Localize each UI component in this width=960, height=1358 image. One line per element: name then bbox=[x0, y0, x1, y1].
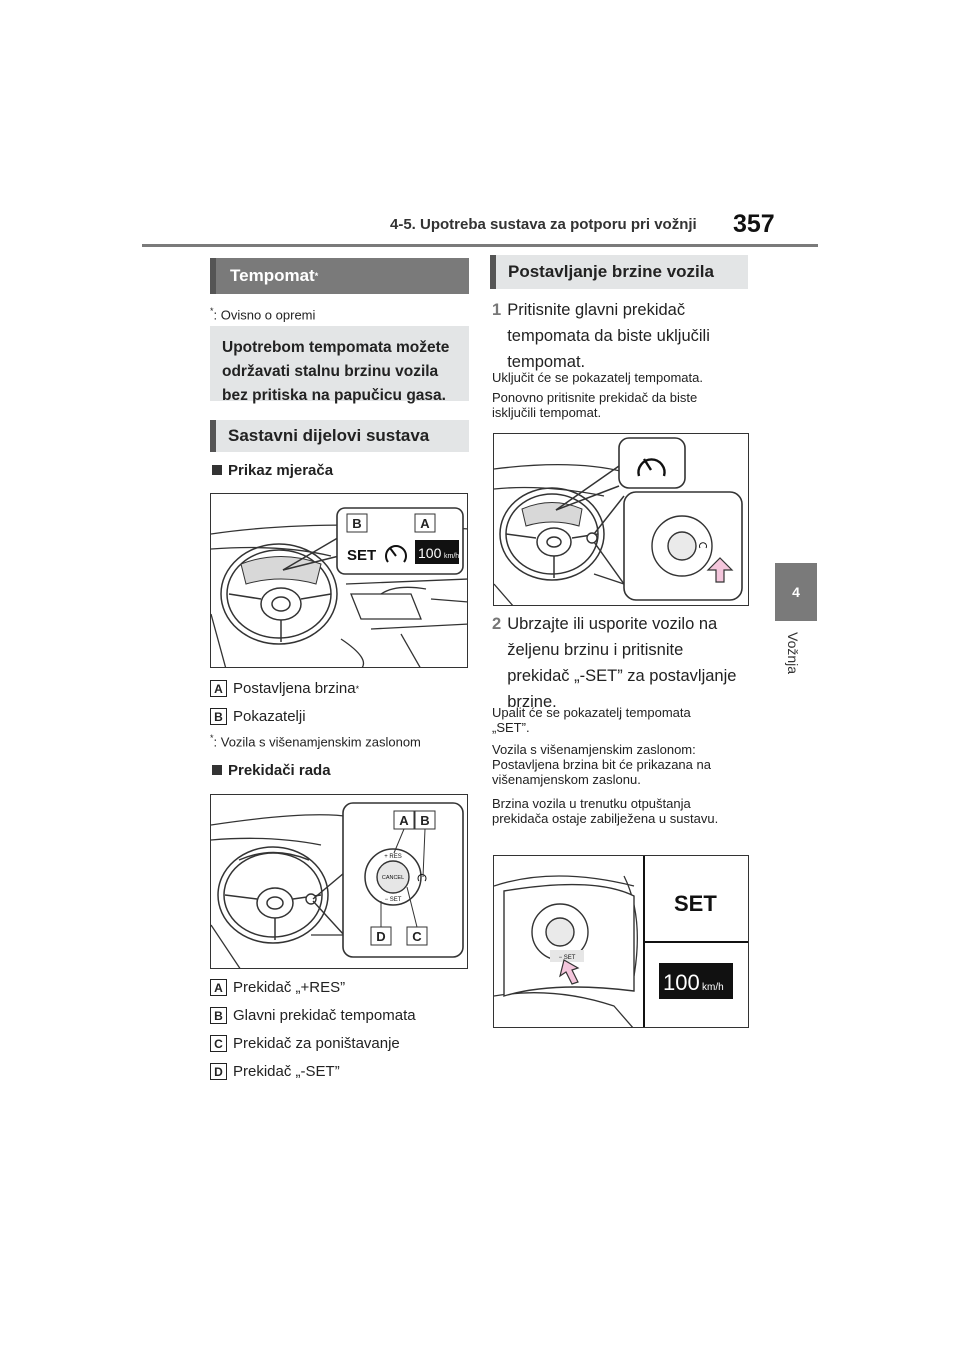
switch-label-d-text: Prekidač „-SET” bbox=[233, 1063, 340, 1080]
step-1-note-on: Uključit će se pokazatelj tempomata. bbox=[492, 370, 703, 385]
gauge-label-a-mark: * bbox=[355, 683, 360, 694]
cruise-indicator-icon bbox=[637, 458, 666, 477]
switch-label-b: B Glavni prekidač tempomata bbox=[210, 1007, 416, 1024]
gauge-label-b-text: Pokazatelji bbox=[233, 708, 306, 725]
dashboard-illustration: B A SET 100 km/h bbox=[211, 507, 467, 667]
switch-set-label: − SET bbox=[385, 897, 402, 903]
footnote-option: *: Ovisno o opremi bbox=[210, 306, 315, 322]
fig4-speed-unit: km/h bbox=[702, 982, 724, 993]
bullet-square-icon bbox=[212, 465, 222, 475]
footnote-mark: * bbox=[210, 306, 214, 316]
gauge-label-b-key: B bbox=[210, 708, 227, 725]
set-speed-heading: Postavljanje brzine vozila bbox=[490, 255, 748, 289]
switch-label-a: A Prekidač „+RES” bbox=[210, 979, 345, 996]
cruise-main-icon bbox=[417, 873, 427, 882]
steering-wheel bbox=[217, 846, 329, 944]
tempomat-title: Tempomat bbox=[230, 266, 315, 285]
switch-label-a-key: A bbox=[210, 979, 227, 996]
switch-label-b-key: B bbox=[210, 1007, 227, 1024]
fig4-speed: 100 bbox=[663, 970, 700, 995]
switch-cancel-label: CANCEL bbox=[382, 875, 404, 881]
gauge-subheading: Prikaz mjerača bbox=[212, 462, 333, 479]
step-2-note-set: Upalit će se pokazatelj tempomata „SET”. bbox=[492, 705, 691, 735]
switch-label-c-text: Prekidač za poništavanje bbox=[233, 1035, 400, 1052]
gauge-label-a-key: A bbox=[210, 680, 227, 697]
section-title: 4-5. Upotreba sustava za potporu pri vož… bbox=[390, 216, 697, 233]
step-1-note-off: Ponovno pritisnite prekidač da biste isk… bbox=[492, 390, 698, 420]
chapter-label: Vožnja bbox=[785, 632, 801, 675]
fig4-set-indicator: SET bbox=[674, 891, 717, 916]
gauge-key-b: B bbox=[352, 516, 361, 531]
switch-label-c: C Prekidač za poništavanje bbox=[210, 1035, 400, 1052]
tempomat-title-mark: * bbox=[314, 271, 319, 281]
gauge-subheading-text: Prikaz mjerača bbox=[228, 462, 334, 479]
fig4-switch-set-label: − SET bbox=[559, 955, 576, 961]
switch-label-b-text: Glavni prekidač tempomata bbox=[233, 1007, 416, 1024]
gauge-set-indicator: SET bbox=[347, 547, 376, 564]
switch-illustration: CANCEL + RES − SET A B D C bbox=[211, 802, 464, 968]
intro-text: Upotrebom tempomata možete održavati sta… bbox=[222, 339, 450, 404]
gauge-key-a: A bbox=[420, 516, 430, 531]
gauge-footnote: *: Vozila s višenamjenskim zaslonom bbox=[210, 733, 421, 749]
gauge-label-a-text: Postavljena brzina bbox=[233, 680, 356, 697]
gauge-footnote-text: : Vozila s višenamjenskim zaslonom bbox=[213, 734, 421, 750]
step-1-number: 1 bbox=[492, 301, 502, 319]
main-switch-figure bbox=[493, 433, 749, 606]
chapter-tab: 4 bbox=[775, 563, 817, 621]
header-rule bbox=[142, 244, 818, 247]
switch-label-a-text: Prekidač „+RES” bbox=[233, 979, 346, 996]
press-arrow bbox=[706, 557, 734, 583]
step-2-note-memory: Brzina vozila u trenutku otpuštanja prek… bbox=[492, 796, 719, 826]
gauge-figure: B A SET 100 km/h bbox=[210, 493, 468, 668]
switch-key-d: D bbox=[376, 929, 385, 944]
chapter-number: 4 bbox=[792, 584, 800, 600]
switch-figure: CANCEL + RES − SET A B D C bbox=[210, 794, 468, 969]
switch-label-c-key: C bbox=[210, 1035, 227, 1052]
components-heading: Sastavni dijelovi sustava bbox=[210, 420, 469, 452]
gauge-speed: 100 bbox=[418, 545, 442, 561]
step-2-text: Ubrzajte ili usporite vozilo na željenu … bbox=[507, 615, 737, 711]
step-2-number: 2 bbox=[492, 615, 502, 633]
page-number: 357 bbox=[733, 210, 775, 238]
tempomat-heading: Tempomat* bbox=[210, 258, 469, 294]
switch-key-a: A bbox=[399, 813, 409, 828]
step-1-text: Pritisnite glavni prekidač tempomata da … bbox=[507, 301, 710, 371]
switch-label-d-key: D bbox=[210, 1063, 227, 1080]
gauge-label-b: B Pokazatelji bbox=[210, 708, 306, 725]
switch-key-c: C bbox=[412, 929, 422, 944]
step-2: 2 Ubrzajte ili usporite vozilo na željen… bbox=[492, 611, 742, 715]
gauge-label-a: A Postavljena brzina* bbox=[210, 680, 359, 697]
switch-label-d: D Prekidač „-SET” bbox=[210, 1063, 340, 1080]
switch-res-label: + RES bbox=[384, 854, 402, 860]
steering-wheel bbox=[220, 543, 338, 645]
press-arrow bbox=[559, 959, 580, 985]
step-1: 1 Pritisnite glavni prekidač tempomata d… bbox=[492, 297, 732, 375]
step-2-note-display: Vozila s višenamjenskim zaslonom: Postav… bbox=[492, 742, 711, 787]
intro-box: Upotrebom tempomata možete održavati sta… bbox=[210, 326, 469, 404]
bullet-square-icon bbox=[212, 765, 222, 775]
steering-wheel bbox=[499, 487, 605, 581]
gauge-footnote-mark: * bbox=[210, 733, 214, 743]
set-speed-title: Postavljanje brzine vozila bbox=[508, 262, 714, 281]
switch-subheading-text: Prekidači rada bbox=[228, 762, 331, 779]
set-switch-figure: − SET SET 100 km/h bbox=[493, 855, 749, 1028]
cruise-gauge-icon bbox=[385, 545, 407, 563]
main-switch-illustration bbox=[494, 437, 743, 605]
set-switch-illustration: − SET SET 100 km/h bbox=[494, 856, 748, 1027]
footnote-text: : Ovisno o opremi bbox=[213, 307, 316, 323]
switch-key-b: B bbox=[420, 813, 429, 828]
components-title: Sastavni dijelovi sustava bbox=[228, 426, 430, 445]
gauge-speed-unit: km/h bbox=[444, 553, 459, 560]
switch-subheading: Prekidači rada bbox=[212, 762, 331, 779]
